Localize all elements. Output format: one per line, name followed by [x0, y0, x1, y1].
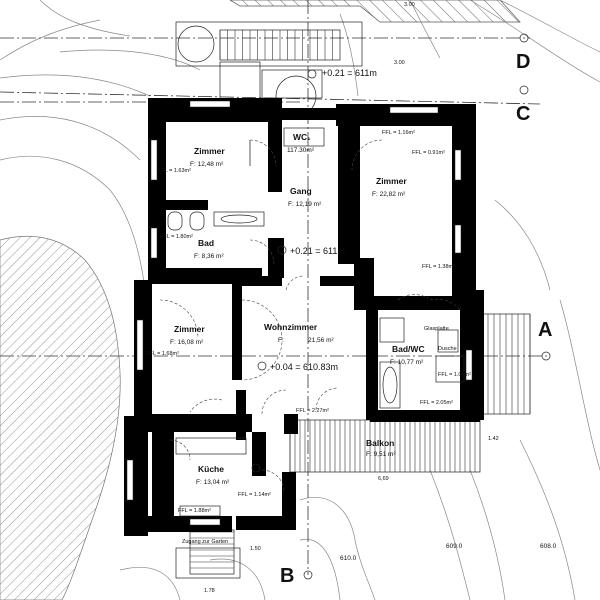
- ffl-zimmer-w: FFL = 1.68m²: [146, 351, 179, 357]
- room-name-zimmer-w: Zimmer: [174, 324, 205, 334]
- room-area-wohnzimmer-prefix: F:: [278, 337, 284, 344]
- dimension-balcony: 6,69: [378, 476, 389, 482]
- room-name-wc: WC₁: [293, 132, 311, 142]
- ffl-zimmer-ne-a: FFL = 1.16m²: [382, 130, 415, 136]
- dimension-north-top: 3.00: [404, 2, 415, 8]
- room-name-balkon: Balkon: [366, 438, 394, 448]
- room-name-wohnzimmer: Wohnzimmer: [264, 322, 318, 332]
- dimension-east: 1.42: [488, 436, 499, 442]
- terrain-hatched-area-north: [229, 0, 521, 23]
- axis-bubbles: [303, 33, 551, 580]
- room-area-kueche: F: 13,04 m²: [196, 479, 230, 486]
- axis-letter-c: C: [516, 103, 530, 125]
- room-name-bad: Bad: [198, 238, 214, 248]
- windows: [126, 100, 473, 526]
- balcony-deck: [289, 419, 481, 473]
- room-name-zimmer-ne: Zimmer: [376, 176, 407, 186]
- ffl-zimmer-nw: FFL = 1.63m²: [158, 168, 191, 174]
- room-area-zimmer-nw: F: 12,48 m²: [190, 161, 224, 168]
- doors: [159, 139, 461, 493]
- axis-letter-d: D: [516, 51, 530, 73]
- ffl-zimmer-ne-b: FFL = 0.91m²: [412, 150, 445, 156]
- contour-label-608: 608.0: [540, 543, 557, 550]
- ffl-wohnzimmer: FFL = 2.27m²: [296, 408, 329, 414]
- ffl-bad-wc-b: FFL = 2.05m²: [420, 400, 453, 406]
- dimension-north-right: 3.00: [394, 60, 405, 66]
- ffl-bad: FFL = 1.80m²: [160, 234, 193, 240]
- terrace-steps-east: [481, 313, 531, 415]
- level-gang: +0.21 = 611m: [290, 246, 345, 256]
- ffl-zimmer-ne-c: FFL = 1.38m²: [422, 264, 455, 270]
- label-zugang-garten: Zugang zur Garten: [182, 539, 228, 545]
- contour-label-609: 609.0: [446, 543, 463, 550]
- room-area-zimmer-w: F: 16,08 m²: [170, 339, 204, 346]
- garden-access-stairs: [175, 529, 241, 579]
- label-glasplatte: Glasplatte: [424, 326, 449, 332]
- room-name-kueche: Küche: [198, 464, 224, 474]
- outdoor-staircase-north: [175, 21, 363, 117]
- ffl-kueche-a: FFL = 1.14m²: [238, 492, 271, 498]
- room-name-gang: Gang: [290, 186, 312, 196]
- room-area-gang: F: 12,19 m²: [288, 201, 322, 208]
- room-area-wohnzimmer: 21,56 m²: [308, 337, 334, 344]
- dimension-stairs-width: 1.78: [204, 588, 215, 594]
- ffl-kueche-b: FFL = 1.88m²: [178, 508, 211, 514]
- room-area-bad: F: 8,36 m²: [194, 253, 224, 260]
- axis-letter-a: A: [538, 319, 552, 341]
- dimension-stairs-depth: 1.50: [250, 546, 261, 552]
- walls: [124, 98, 484, 536]
- level-main: +0.04 = 610.83m: [270, 362, 338, 372]
- room-name-zimmer-nw: Zimmer: [194, 146, 225, 156]
- ffl-bad-wc-a: FFL = 1.08m²: [438, 372, 471, 378]
- label-dusche: Dusche: [438, 346, 457, 352]
- room-area-balkon: F: 9,51 m²: [366, 451, 396, 458]
- axis-letter-b: B: [280, 565, 294, 587]
- level-top: +0.21 = 611m: [322, 68, 377, 78]
- terrain-hatched-area-west: [0, 235, 121, 600]
- room-area-zimmer-ne: F: 22,82 m²: [372, 191, 406, 198]
- room-area-wc: 117.30m²: [287, 147, 315, 154]
- room-area-bad-wc: F: 10,77 m²: [390, 359, 424, 366]
- bathroom-fixtures: [167, 127, 465, 517]
- contour-label-610: 610.0: [340, 555, 357, 562]
- level-markers: [257, 69, 317, 371]
- room-name-bad-wc: Bad/WC: [392, 344, 425, 354]
